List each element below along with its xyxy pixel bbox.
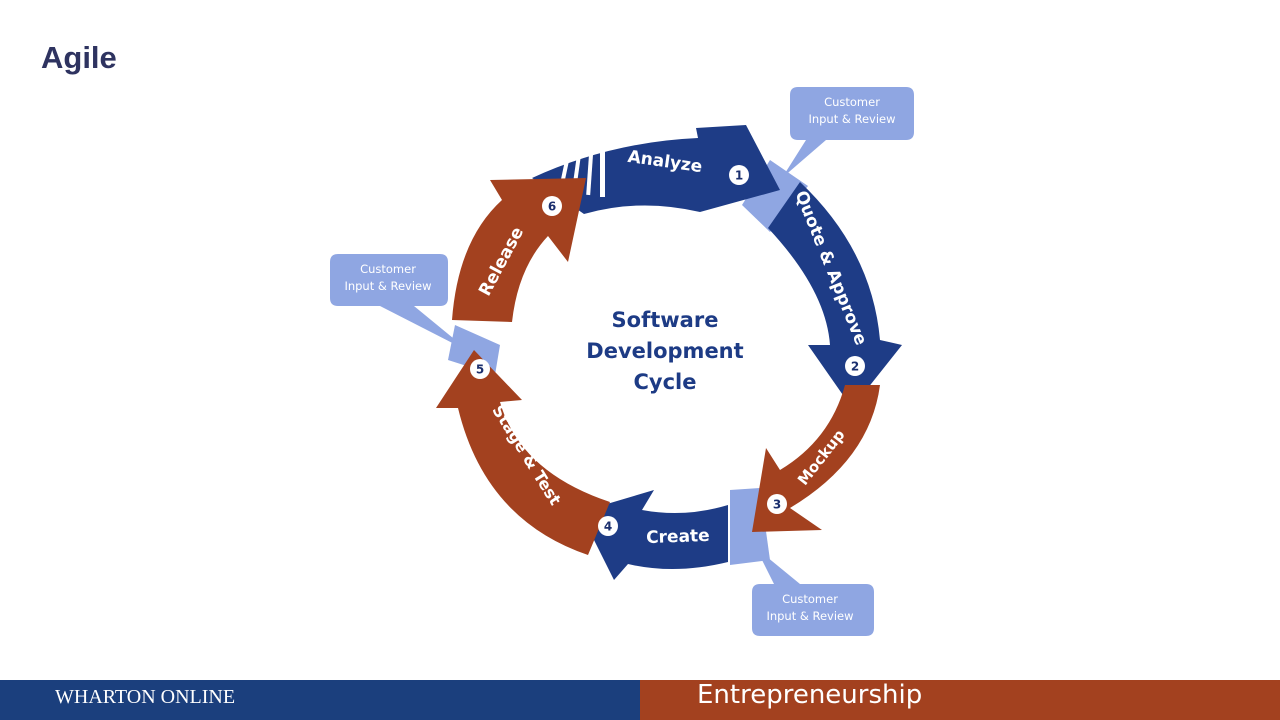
footer-right-panel: Entrepreneurship	[640, 680, 1280, 720]
center-line-1: Software	[612, 308, 719, 332]
svg-text:1: 1	[735, 169, 743, 183]
callout-bottom-right-line1: Customer	[782, 592, 838, 606]
step-create-arrow	[580, 490, 728, 580]
center-line-2: Development	[586, 339, 743, 363]
svg-text:6: 6	[548, 200, 556, 214]
callout-bottom-right: Customer Input & Review	[752, 548, 874, 636]
svg-text:5: 5	[476, 363, 484, 377]
step-5-number: 5	[470, 359, 490, 379]
footer-brand: WHARTON ONLINE	[55, 686, 236, 708]
svg-text:2: 2	[851, 360, 859, 374]
step-3-number: 3	[767, 494, 787, 514]
connector-1-2	[742, 160, 808, 232]
slide-title: Agile	[41, 40, 117, 75]
callout-top-right: Customer Input & Review	[782, 87, 914, 178]
step-1-number: 1	[729, 165, 749, 185]
agile-cycle-diagram: Customer Input & Review Customer Input &…	[330, 87, 914, 636]
callout-top-right-line1: Customer	[824, 95, 880, 109]
center-line-3: Cycle	[634, 370, 697, 394]
footer-left-panel: WHARTON ONLINE	[0, 680, 640, 720]
footer-course-name: Entrepreneurship	[697, 680, 923, 710]
callout-bottom-right-line2: Input & Review	[766, 609, 853, 623]
callout-left-line1: Customer	[360, 262, 416, 276]
step-create-label: Create	[646, 526, 710, 548]
step-stage-test-arrow	[436, 350, 610, 555]
step-quote-approve-arrow	[768, 182, 902, 408]
step-4-number: 4	[598, 516, 618, 536]
callout-left: Customer Input & Review	[330, 254, 470, 352]
step-6-number: 6	[542, 196, 562, 216]
svg-text:3: 3	[773, 498, 781, 512]
callout-top-right-line2: Input & Review	[808, 112, 895, 126]
step-2-number: 2	[845, 356, 865, 376]
callout-left-line2: Input & Review	[344, 279, 431, 293]
step-mockup-arrow	[752, 385, 880, 532]
footer-bar: WHARTON ONLINE Entrepreneurship	[0, 680, 1280, 720]
svg-text:4: 4	[604, 520, 612, 534]
